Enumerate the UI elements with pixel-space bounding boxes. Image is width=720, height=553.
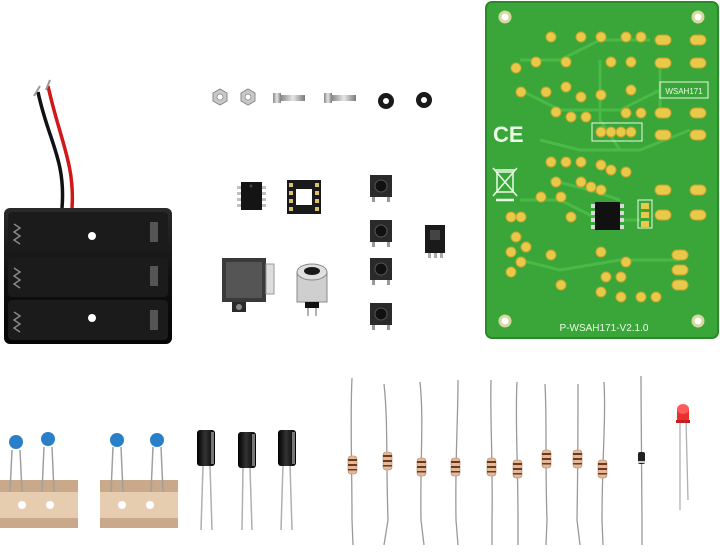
- nuts: [212, 88, 256, 106]
- red-led: [676, 404, 690, 510]
- ce-mark: CE: [493, 122, 524, 147]
- pcb-chip-label: WSAH171: [665, 87, 703, 96]
- smd-ic: [591, 202, 624, 230]
- slide-switch: [425, 225, 445, 258]
- electrolytic-capacitors: [197, 430, 296, 531]
- pcb-model-label: P-WSAH171-V2.1.0: [560, 323, 649, 334]
- ceramic-capacitors: [0, 432, 178, 528]
- buzzer: [296, 263, 328, 316]
- ic-socket-8pin: [287, 180, 321, 214]
- weee-bin-icon: [492, 167, 518, 202]
- resistors: [347, 375, 645, 546]
- audio-jack: [222, 258, 275, 312]
- ic-8pin: [237, 182, 266, 210]
- tact-switches: [370, 175, 392, 330]
- screws: [273, 93, 356, 103]
- washers: [378, 92, 432, 109]
- pcb-board: WSAH171 CE P-WSAH171-V2.1: [485, 1, 719, 339]
- battery-holder: [4, 79, 172, 344]
